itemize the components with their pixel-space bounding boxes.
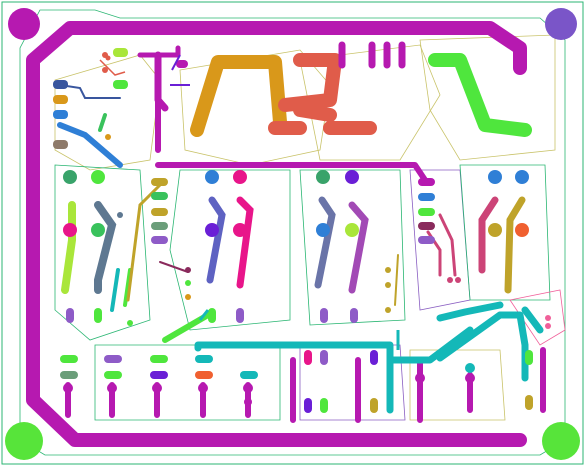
- bottom-pad-row: [60, 315, 551, 413]
- header-pins: [338, 41, 406, 69]
- mounting-hole-bottom-right: [542, 422, 580, 460]
- teal-signal-trace: [194, 301, 544, 414]
- mounting-hole-bottom-left: [5, 422, 43, 460]
- teal-stub: [198, 309, 400, 350]
- left-pads: [53, 48, 128, 323]
- power-trace-orange: [190, 55, 287, 137]
- left-component-cluster: [57, 84, 132, 312]
- power-trace-salmon: [268, 53, 377, 135]
- mounting-hole-top-left: [8, 8, 40, 40]
- mounting-hole-top-right: [545, 8, 577, 40]
- power-trace-lime: [428, 53, 532, 137]
- top-component-cluster: [99, 54, 190, 86]
- channel-pads: [127, 170, 529, 326]
